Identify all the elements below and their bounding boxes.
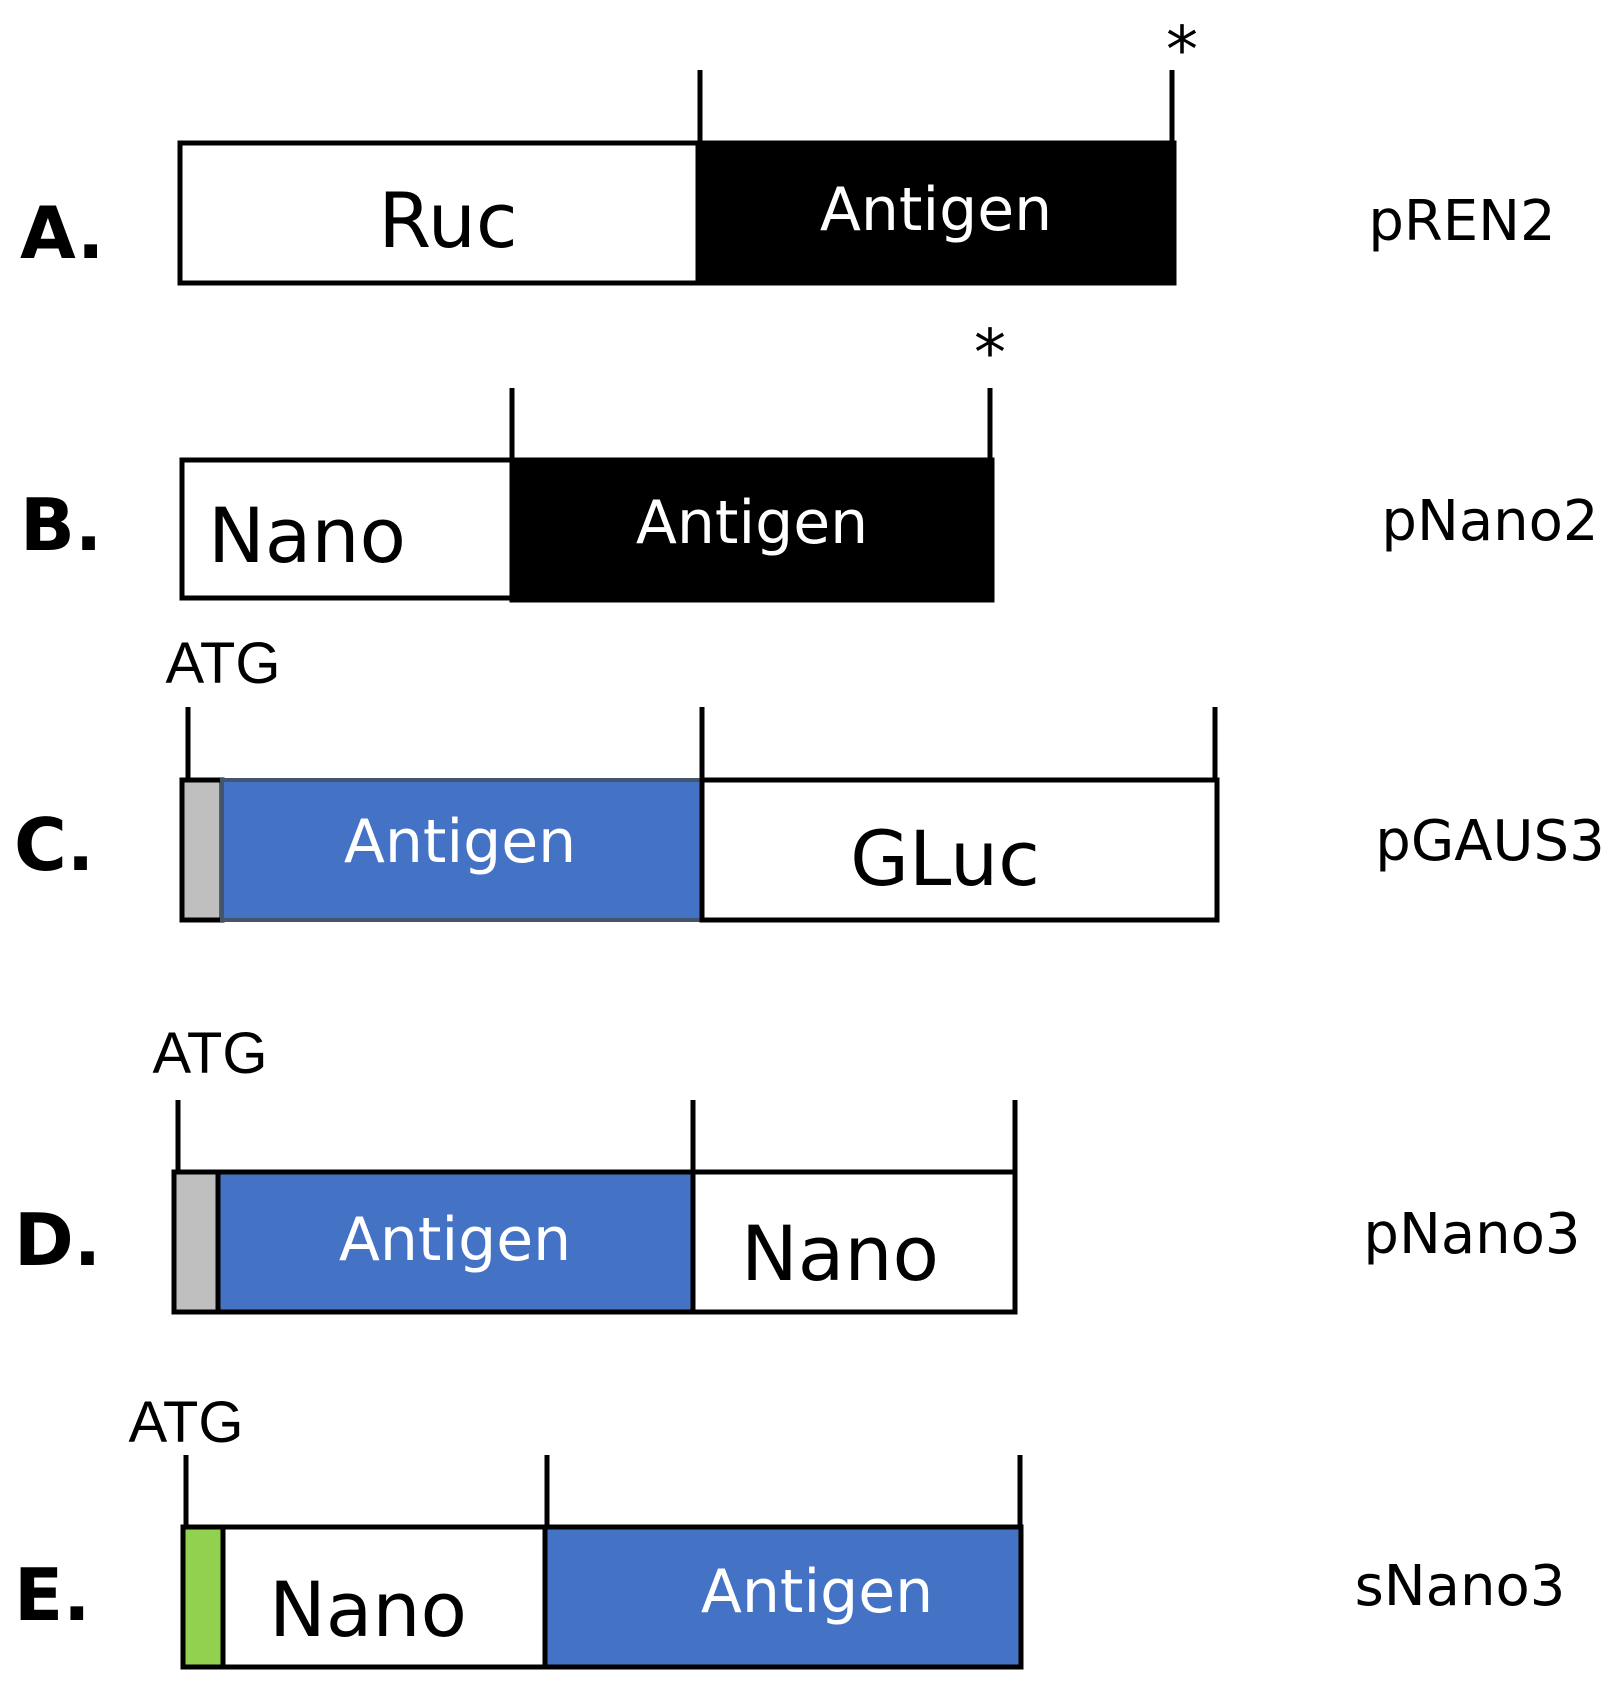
segment-antigen xyxy=(542,1524,1024,1670)
plasmid-name-e: sNano3 xyxy=(1355,1554,1566,1619)
segment-signal xyxy=(171,1169,221,1315)
segment-label-antigen: Antigen xyxy=(701,1557,933,1627)
segment-nano xyxy=(220,1524,548,1670)
segment-nano xyxy=(690,1169,1018,1315)
plasmid-name-c: pGAUS3 xyxy=(1375,809,1604,874)
construct-d: D. ATG Antigen Nano pNano3 xyxy=(14,1021,1581,1315)
construct-e: E. ATG Nano Antigen sNano3 xyxy=(14,1390,1566,1670)
segment-label-nano: Nano xyxy=(269,1565,467,1654)
plasmid-name-a: pREN2 xyxy=(1368,189,1555,254)
plasmid-name-d: pNano3 xyxy=(1363,1202,1580,1267)
panel-letter-e: E. xyxy=(14,1553,91,1637)
segment-antigen xyxy=(509,457,995,603)
start-codon-label: ATG xyxy=(166,631,281,696)
segment-label-antigen: Antigen xyxy=(344,807,576,877)
segment-ruc xyxy=(177,140,701,286)
construct-b: B. Nano Antigen * pNano2 xyxy=(20,317,1599,603)
segment-label-nano: Nano xyxy=(741,1209,939,1298)
construct-a: A. Ruc Antigen * pREN2 xyxy=(20,14,1556,286)
segment-signal xyxy=(179,777,225,923)
construct-c: C. ATG Antigen GLuc pGAUS3 xyxy=(14,631,1605,923)
panel-letter-d: D. xyxy=(14,1198,101,1282)
segment-label-antigen: Antigen xyxy=(339,1205,571,1275)
segment-label-nano: Nano xyxy=(208,491,406,580)
start-codon-label: ATG xyxy=(153,1021,268,1086)
plasmid-name-b: pNano2 xyxy=(1381,489,1598,554)
panel-letter-a: A. xyxy=(20,191,104,275)
stop-codon-marker: * xyxy=(1166,14,1198,88)
segment-label-antigen: Antigen xyxy=(636,488,868,558)
segment-secretion-signal xyxy=(180,1524,226,1670)
stop-codon-marker: * xyxy=(974,317,1006,391)
start-codon-label: ATG xyxy=(129,1390,244,1455)
segment-antigen xyxy=(220,778,704,922)
segment-antigen xyxy=(695,140,1177,286)
segment-label-gluc: GLuc xyxy=(850,814,1040,903)
panel-letter-b: B. xyxy=(20,483,102,567)
segment-gluc xyxy=(699,777,1220,923)
segment-label-ruc: Ruc xyxy=(378,176,517,265)
segment-nano xyxy=(179,457,515,601)
segment-label-antigen: Antigen xyxy=(820,175,1052,245)
panel-letter-c: C. xyxy=(14,803,94,887)
